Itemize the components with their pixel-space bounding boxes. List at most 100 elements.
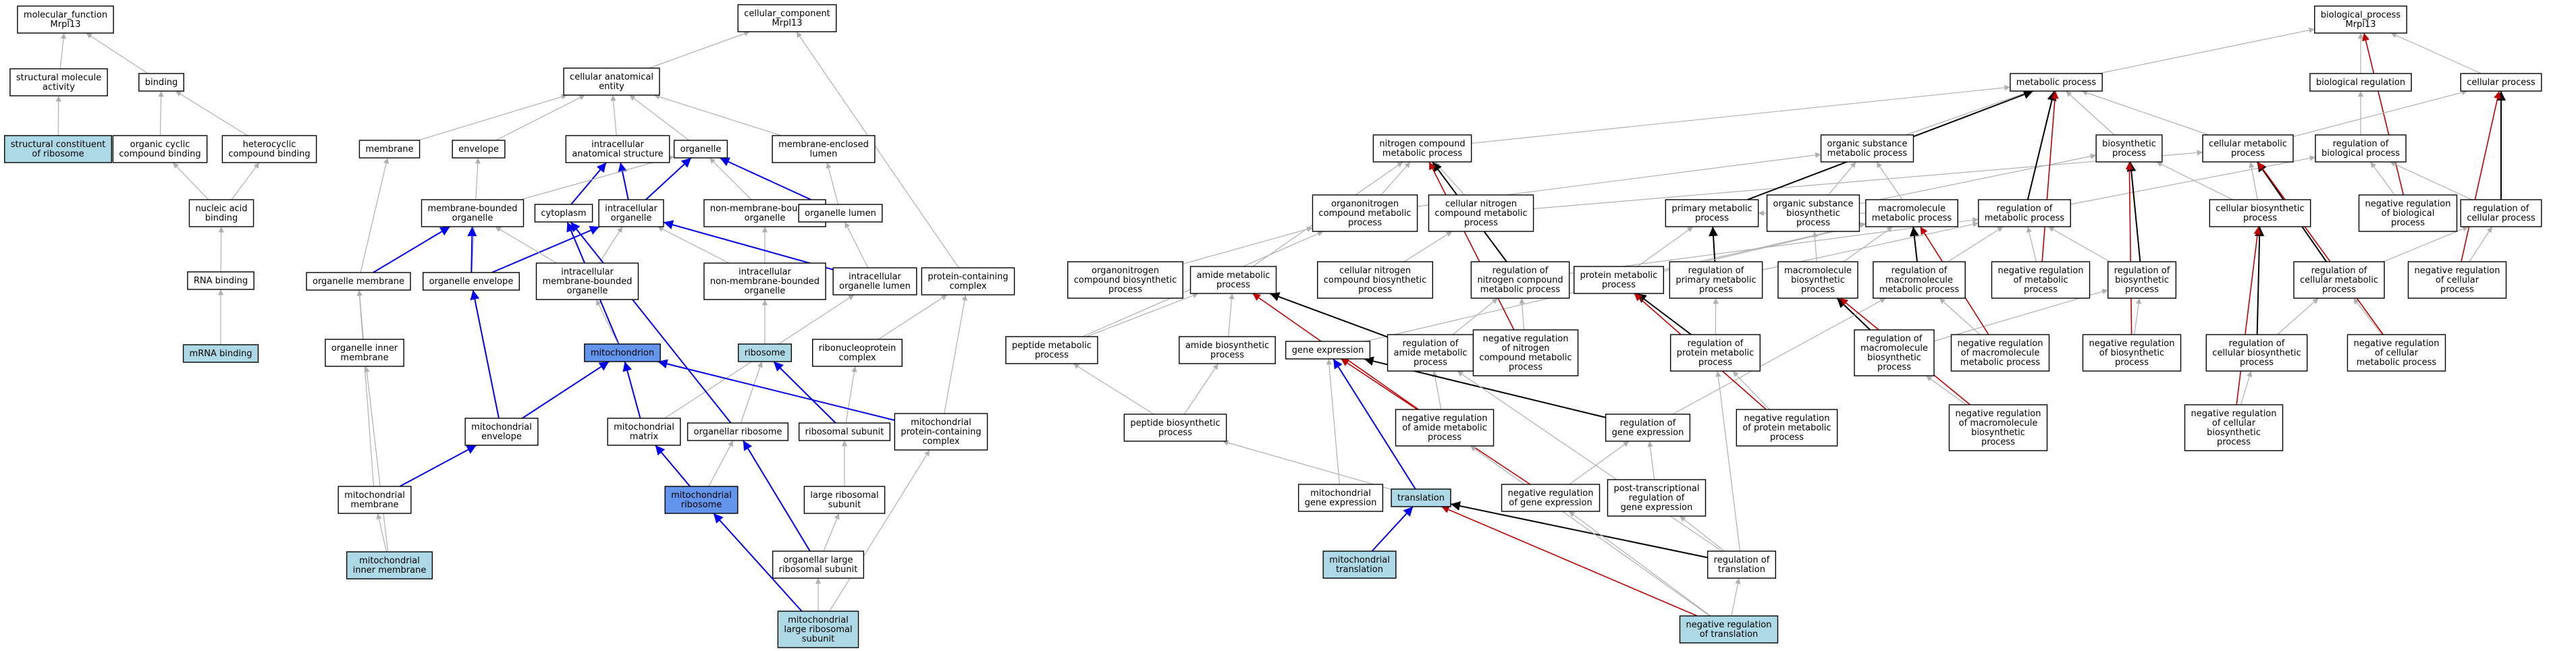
relation-edge: [373, 226, 451, 273]
node-label: negative regulation: [1957, 339, 2043, 349]
node-box: [1005, 336, 1098, 364]
node-box: [1669, 261, 1763, 299]
node-box: [2460, 73, 2542, 92]
relation-edge: [2370, 161, 2395, 196]
node-label: activity: [43, 82, 75, 92]
node-label: process: [2240, 358, 2274, 368]
node-label: RNA binding: [194, 276, 248, 286]
node-label: organelle lumen: [839, 281, 911, 291]
node-label: macromolecule: [1885, 275, 1953, 285]
node-label: Mrpl13: [2346, 20, 2376, 30]
node-box: [1285, 341, 1371, 360]
node-box: [664, 486, 739, 514]
node-box: [1865, 199, 1958, 227]
node-label: membrane: [340, 353, 388, 363]
node-label: organelle: [611, 213, 652, 223]
node-label: nitrogen compound: [1477, 275, 1563, 285]
node-label: regulation of: [1891, 266, 1948, 276]
node-box: [306, 272, 411, 291]
node-label: complex: [949, 281, 986, 291]
relation-edge: [360, 157, 390, 273]
node-label: process: [2391, 218, 2425, 228]
node-box: [1978, 199, 2071, 227]
node-label: process: [1695, 213, 1729, 223]
relation-edge: [740, 361, 763, 424]
node-label: cellular nitrogen: [1339, 266, 1411, 276]
relation-edge: [1569, 441, 1630, 485]
node-label: biosynthetic: [2102, 139, 2156, 149]
relation-edge: [2390, 32, 2482, 74]
node-box: [1472, 329, 1579, 376]
relation-edge: [1086, 293, 1199, 337]
relation-edge: [878, 294, 948, 340]
node-box: [803, 486, 886, 514]
node-label: binding: [205, 213, 238, 223]
node-label: metabolic process: [1480, 285, 1561, 295]
node-box: [1607, 479, 1707, 517]
relation-edge: [595, 299, 619, 345]
node-label: cellular metabolic: [2300, 275, 2378, 285]
node-label: regulation of: [2229, 339, 2285, 349]
node-label: of ribosome: [32, 149, 84, 159]
edge-layer: [55, 27, 2506, 617]
node-box: [1573, 266, 1665, 294]
node-label: process: [2243, 213, 2277, 223]
relation-edge: [1672, 298, 1886, 415]
node-label: non-membrane-bounded: [710, 204, 820, 214]
relation-edge: [655, 445, 691, 487]
node-box: [2358, 194, 2458, 232]
relation-edge: [2041, 90, 2059, 262]
go-term-node: organelle envelope: [422, 272, 520, 291]
relation-edge: [1371, 506, 1414, 552]
node-label: compound biosynthetic: [1074, 275, 1177, 285]
relation-edge: [418, 94, 568, 141]
node-box: [607, 418, 681, 446]
node-box: [452, 140, 506, 159]
relation-edge: [2390, 161, 2472, 200]
node-label: negative regulation: [2089, 339, 2174, 349]
node-box: [1372, 134, 1472, 163]
node-label: nitrogen compound: [1379, 139, 1465, 149]
node-box: [738, 343, 792, 362]
node-box: [598, 199, 664, 227]
node-label: metabolic process: [2357, 358, 2437, 368]
relation-edge: [610, 94, 617, 136]
node-label: cellular biosynthetic: [2216, 204, 2304, 214]
relation-edge: [773, 361, 836, 424]
node-box: [1766, 194, 1860, 232]
node-label: mitochondrial: [671, 490, 732, 501]
relation-edge: [598, 226, 623, 264]
go-term-node: membrane: [358, 140, 421, 159]
relation-edge: [1715, 370, 1741, 552]
node-box: [1707, 550, 1777, 579]
relation-edge: [2236, 226, 2261, 405]
relation-edge: [1732, 370, 1770, 410]
node-box: [188, 199, 254, 227]
node-label: process: [1035, 350, 1069, 360]
node-label: peptide metabolic: [1012, 341, 1092, 351]
node-box: [1067, 261, 1183, 299]
node-label: non-membrane-bounded: [710, 277, 820, 287]
node-box: [2010, 73, 2103, 92]
node-label: negative regulation: [1482, 334, 1568, 344]
node-box: [1679, 615, 1779, 644]
node-label: biosynthetic: [2207, 428, 2261, 438]
node-box: [673, 140, 728, 159]
node-box: [338, 486, 412, 514]
relation-edge: [2027, 90, 2057, 200]
relation-edge: [356, 289, 375, 487]
